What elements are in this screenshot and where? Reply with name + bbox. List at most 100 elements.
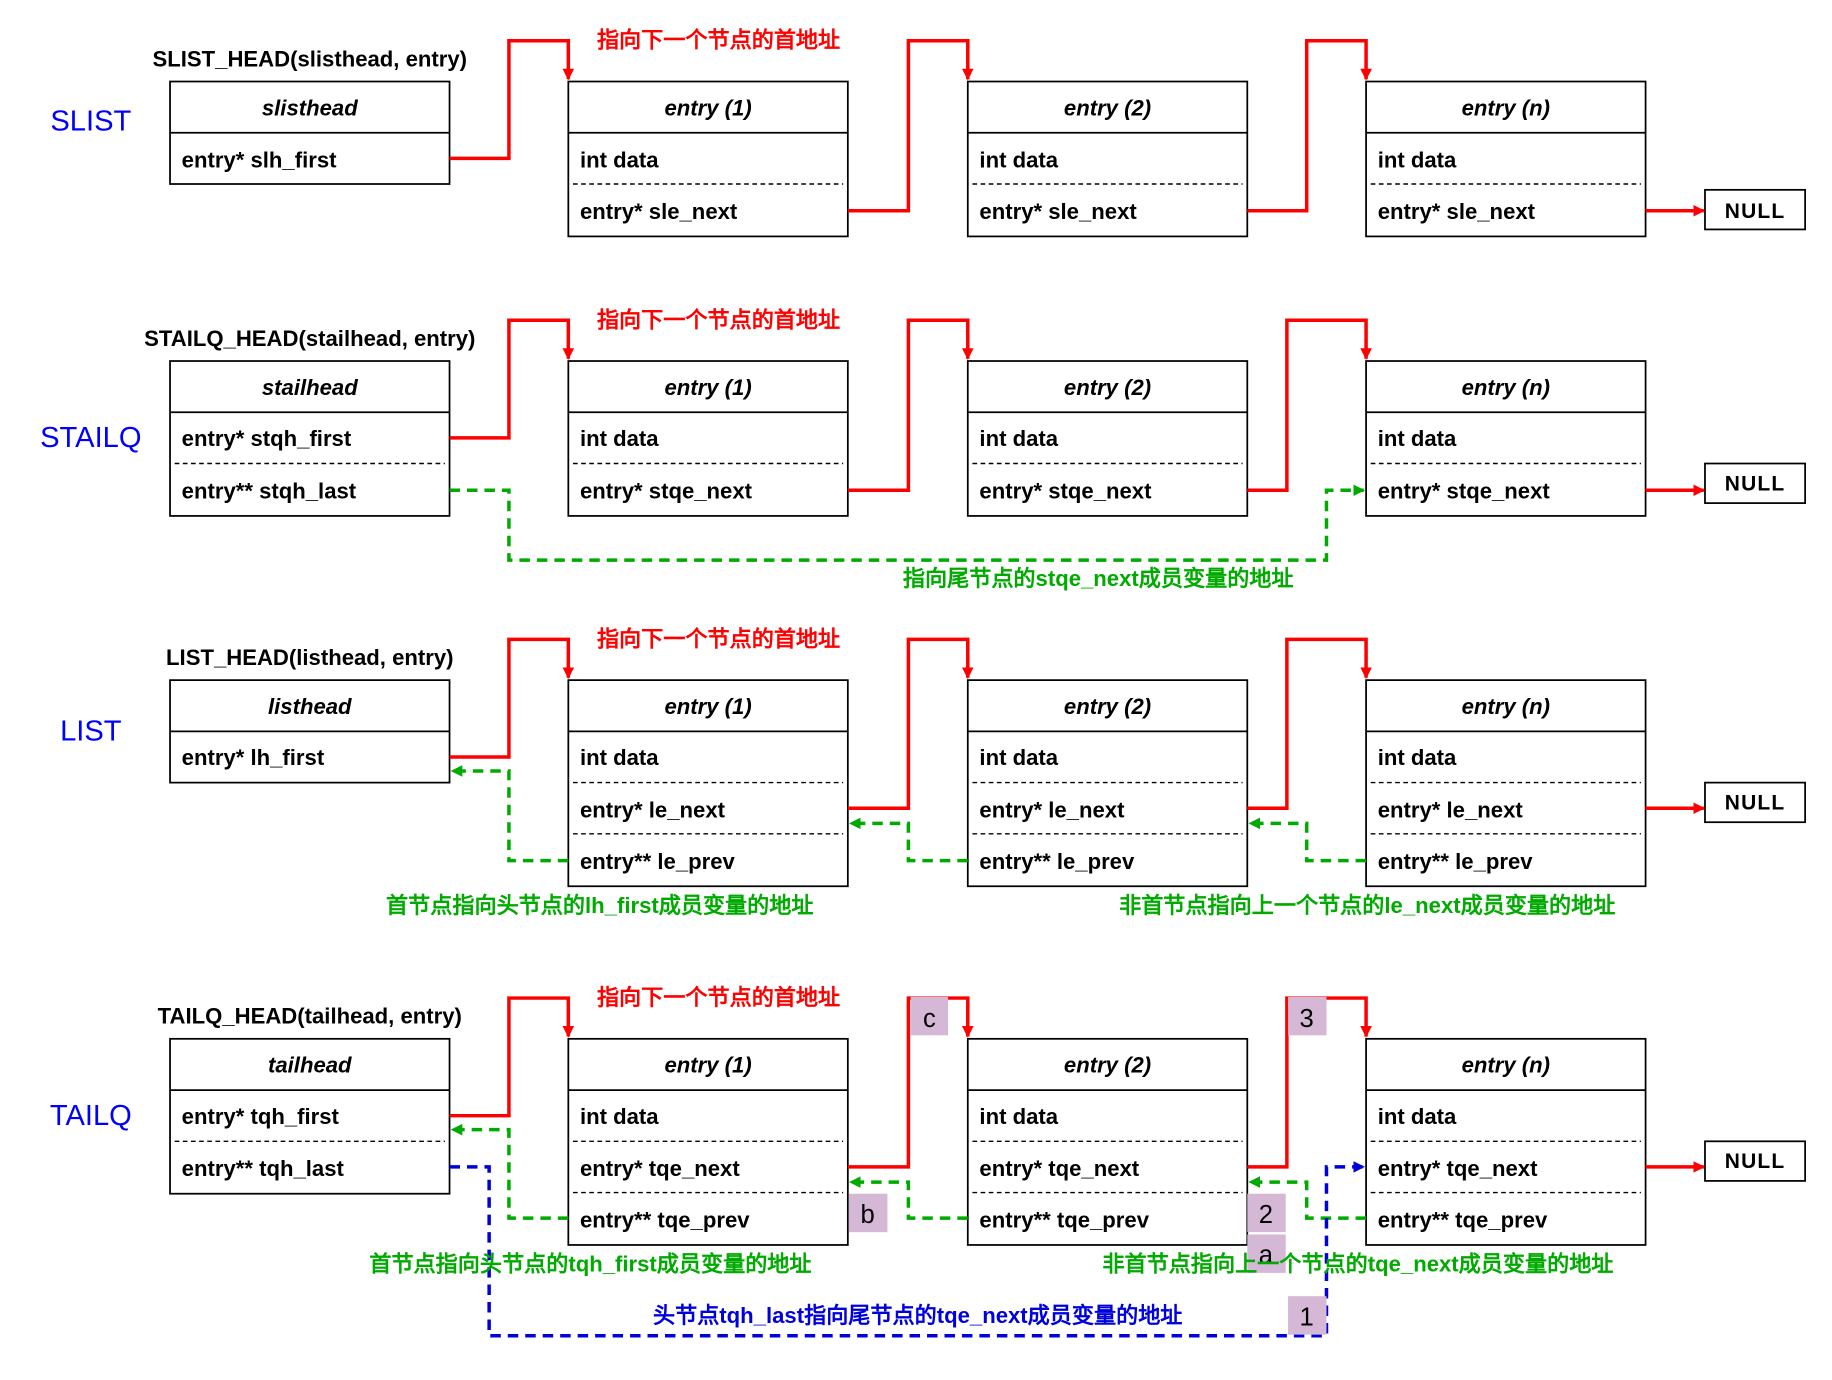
tailq-side-label: TAILQ: [50, 1100, 132, 1132]
tailq-other-prev-note: 非首节点指向上一个节点的tqe_next成员变量的地址: [1102, 1252, 1613, 1277]
tailq-entry-2-title: entry (2): [1064, 1053, 1151, 1078]
tailq-first-prev-note: 首节点指向头节点的tqh_first成员变量的地址: [369, 1252, 811, 1277]
list-prev-arrow-3: [1248, 817, 1367, 863]
tailq-null-box: NULL: [1704, 1140, 1807, 1182]
list-next-note: 指向下一个节点的首地址: [597, 626, 840, 651]
stailq-null-label: NULL: [1725, 472, 1786, 495]
tailq-head-name: tailhead: [268, 1053, 352, 1078]
stailq-entry-n-data: int data: [1378, 426, 1457, 451]
list-entry-1-title: entry (1): [664, 694, 751, 719]
list-entry-n: entry (n) int data entry* le_next entry*…: [1365, 679, 1647, 888]
stailq-entry-1-next: entry* stqe_next: [580, 478, 753, 503]
tailq-badge-a: a: [1247, 1234, 1286, 1273]
slist-null-label: NULL: [1725, 200, 1786, 223]
list-next-arrow-2: [1247, 637, 1372, 810]
slist-entry-2-next: entry* sle_next: [979, 199, 1137, 224]
stailq-entry-n-next: entry* stqe_next: [1378, 478, 1551, 503]
tailq-entry-2: entry (2) int data entry* tqe_next entry…: [966, 1037, 1249, 1246]
slist-next-arrow-2: [1247, 39, 1372, 213]
list-head-name: listhead: [268, 694, 352, 719]
tailq-first-arrow: [449, 996, 575, 1118]
list-entry-n-title: entry (n): [1462, 694, 1550, 719]
stailq-last-arrow: [449, 484, 1365, 562]
list-head-box: listhead entry* lh_first: [169, 679, 451, 784]
tailq-badge-c: c: [910, 996, 948, 1036]
stailq-entry-1: entry (1) int data entry* stqe_next: [567, 360, 849, 517]
slist-head-name: slisthead: [262, 95, 358, 120]
tailq-null-label: NULL: [1725, 1150, 1786, 1173]
stailq-first-arrow: [449, 318, 575, 440]
tailq-head-title: TAILQ_HEAD(tailhead, entry): [158, 1004, 462, 1029]
tailq-entry-n-next: entry* tqe_next: [1378, 1156, 1538, 1181]
list-entry-1-data: int data: [580, 745, 659, 770]
tailq-head-last-field: entry** tqh_last: [182, 1156, 345, 1181]
stailq-head-name: stailhead: [262, 375, 358, 400]
tailq-entry-1: entry (1) int data entry* tqe_next entry…: [567, 1037, 849, 1246]
stailq-next-arrow-1: [847, 318, 974, 493]
tailq-badge-1: 1: [1288, 1296, 1327, 1335]
stailq-last-note: 指向尾节点的stqe_next成员变量的地址: [903, 566, 1294, 591]
svg-text:3: 3: [1300, 1005, 1314, 1033]
slist-null-box: NULL: [1704, 188, 1807, 231]
stailq-entry-1-data: int data: [580, 426, 659, 451]
slist-entry-1-title: entry (1): [664, 95, 751, 120]
slist-entry-1-next: entry* sle_next: [580, 199, 738, 224]
list-entry-1-next: entry* le_next: [580, 798, 726, 823]
list-prev-arrow-2: [848, 817, 968, 863]
list-entry-1-prev: entry** le_prev: [580, 849, 736, 874]
list-head-first-field: entry* lh_first: [182, 745, 325, 770]
svg-text:2: 2: [1259, 1201, 1273, 1229]
stailq-entry-2-title: entry (2): [1064, 375, 1151, 400]
slist-next-arrow-1: [847, 39, 974, 213]
svg-text:a: a: [1259, 1242, 1274, 1270]
tailq-entry-1-data: int data: [580, 1104, 659, 1129]
stailq-next-note: 指向下一个节点的首地址: [597, 307, 840, 332]
list-side-label: LIST: [60, 716, 122, 748]
slist-first-arrow: [449, 39, 575, 161]
tailq-badge-b: b: [848, 1193, 888, 1233]
slist-entry-n: entry (n) int data entry* sle_next: [1365, 80, 1647, 238]
slist-side-label: SLIST: [50, 105, 131, 137]
tailq-head-first-field: entry* tqh_first: [182, 1104, 340, 1129]
tailq-entry-2-data: int data: [979, 1104, 1058, 1129]
tailq-entry-n-title: entry (n): [1462, 1053, 1550, 1078]
slist-next-note: 指向下一个节点的首地址: [597, 28, 840, 53]
stailq-next-arrow-2: [1247, 318, 1372, 493]
stailq-entry-2-data: int data: [979, 426, 1058, 451]
slist-entry-1-data: int data: [580, 148, 659, 173]
stailq-head-box: stailhead entry* stqh_first entry** stqh…: [169, 360, 451, 517]
svg-text:c: c: [923, 1005, 936, 1033]
tailq-entry-n-prev: entry** tqe_prev: [1378, 1207, 1548, 1232]
stailq-side-label: STAILQ: [40, 422, 141, 454]
slist-entry-2-data: int data: [979, 148, 1058, 173]
list-prev-arrow-1: [450, 765, 569, 863]
slist-section: SLIST SLIST_HEAD(slisthead, entry) slist…: [50, 28, 1807, 238]
stailq-entry-n: entry (n) int data entry* stqe_next: [1365, 360, 1647, 517]
tailq-badge-3: 3: [1288, 996, 1327, 1036]
tailq-last-note: 头节点tqh_last指向尾节点的tqe_next成员变量的地址: [653, 1303, 1182, 1328]
stailq-head-last-field: entry** stqh_last: [182, 478, 357, 503]
stailq-null-box: NULL: [1704, 462, 1807, 504]
tailq-prev-arrow-2: [848, 1176, 968, 1220]
slist-head-first-field: entry* slh_first: [182, 148, 337, 173]
list-entry-n-next: entry* le_next: [1378, 798, 1524, 823]
tailq-next-arrow-1: [847, 996, 974, 1169]
slist-entry-n-title: entry (n): [1462, 95, 1550, 120]
list-first-prev-note: 首节点指向头节点的lh_first成员变量的地址: [386, 893, 813, 918]
stailq-head-first-field: entry* stqh_first: [182, 426, 352, 451]
list-null-box: NULL: [1704, 781, 1807, 824]
tailq-next-note: 指向下一个节点的首地址: [597, 985, 840, 1010]
tailq-prev-arrow-1: [450, 1123, 569, 1220]
slist-head-box: slisthead entry* slh_first: [169, 80, 451, 185]
list-entry-2-next: entry* le_next: [979, 798, 1125, 823]
slist-entry-2: entry (2) int data entry* sle_next: [966, 80, 1249, 238]
list-entry-2: entry (2) int data entry* le_next entry*…: [966, 679, 1249, 888]
tailq-next-arrow-2: [1247, 996, 1372, 1169]
tailq-entry-1-next: entry* tqe_next: [580, 1156, 740, 1181]
tailq-head-box: tailhead entry* tqh_first entry** tqh_la…: [169, 1037, 451, 1195]
tailq-entry-2-next: entry* tqe_next: [979, 1156, 1139, 1181]
list-other-prev-note: 非首节点指向上一个节点的le_next成员变量的地址: [1119, 893, 1615, 918]
tailq-prev-arrow-3: [1248, 1176, 1367, 1220]
tailq-section: TAILQ TAILQ_HEAD(tailhead, entry) tailhe…: [50, 985, 1807, 1338]
